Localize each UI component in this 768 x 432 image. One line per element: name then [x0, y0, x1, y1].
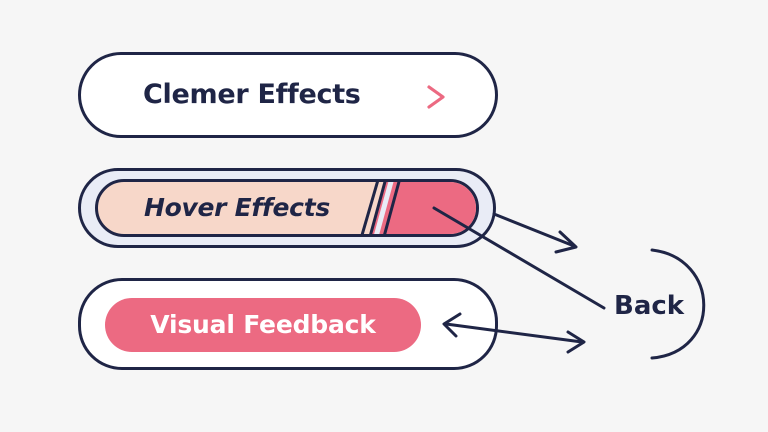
clemer-effects-button[interactable]: Clemer Effects [78, 52, 498, 138]
visual-feedback-label: Visual Feedback [105, 298, 421, 352]
chevron-right-icon [427, 85, 445, 109]
double-arrow-head-left [442, 312, 462, 338]
arrow-to-right [492, 212, 576, 248]
visual-feedback-button[interactable]: Visual Feedback [78, 278, 498, 370]
clemer-effects-label: Clemer Effects [143, 79, 361, 110]
arrow-head-right [554, 230, 578, 254]
hover-effects-button[interactable]: Hover Effects [78, 168, 496, 248]
double-arrow [444, 322, 584, 344]
back-label[interactable]: Back [614, 291, 685, 321]
double-arrow-head-right [566, 330, 586, 354]
back-bracket [650, 248, 706, 360]
hover-highlight-segment [360, 182, 476, 234]
line-to-back [432, 206, 606, 310]
hover-effects-inner-pill: Hover Effects [95, 179, 479, 237]
hover-effects-label: Hover Effects [144, 193, 330, 222]
